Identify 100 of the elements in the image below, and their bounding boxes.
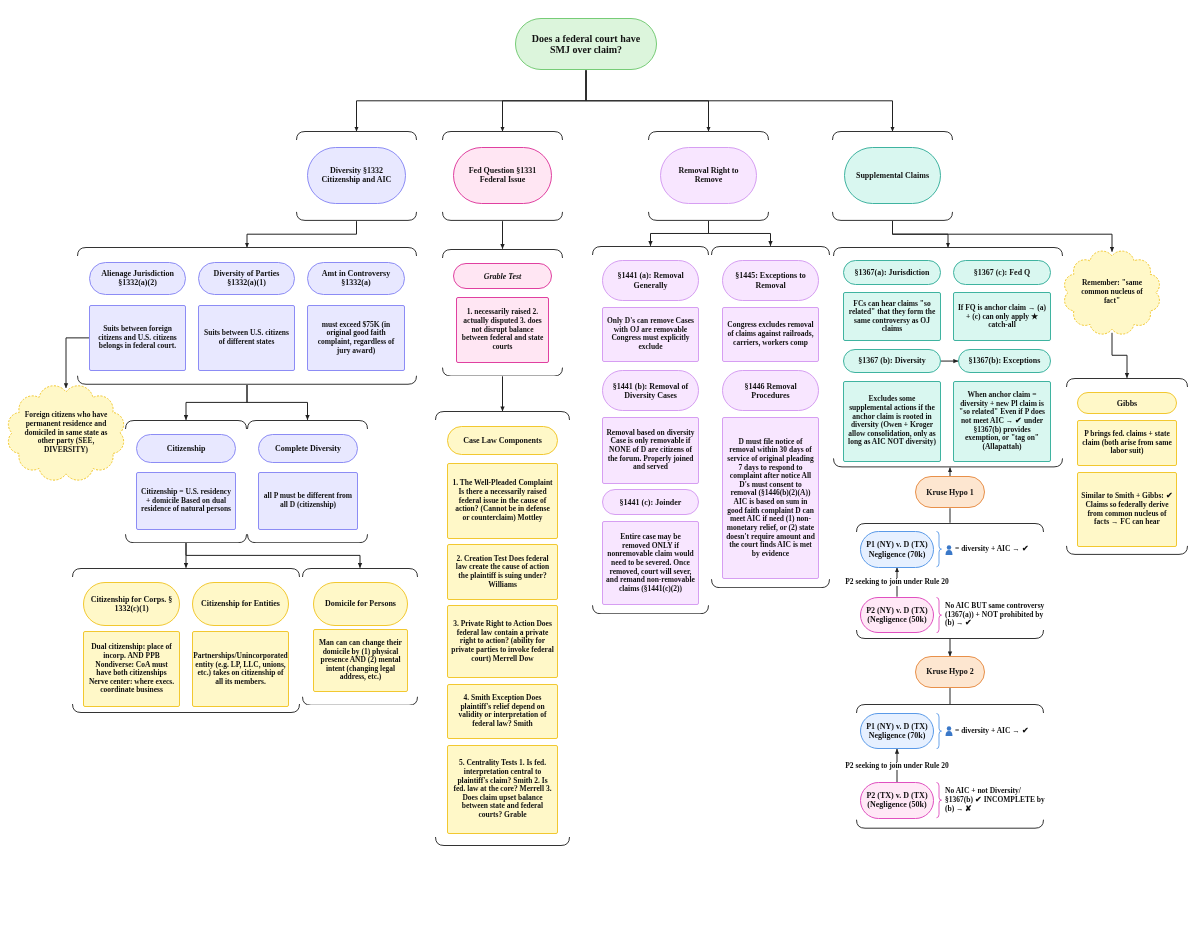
header-pill: [722, 260, 819, 301]
header-pill: [860, 596, 934, 633]
header-pill: [192, 582, 289, 626]
text-box: [258, 472, 358, 530]
text-box: [198, 305, 295, 371]
text-box: [83, 631, 180, 707]
text-box: [722, 306, 819, 362]
node-label: Citizenship for Entities: [201, 599, 280, 609]
bracket-group: [856, 522, 1044, 639]
bracket-group: [247, 419, 368, 544]
connector-arrow: [892, 220, 1115, 253]
text-box: [722, 416, 819, 580]
header-pill: [722, 370, 819, 412]
text-box: [447, 605, 558, 678]
text-box: [843, 380, 941, 462]
node-label: Amt in Controversy §1332(a): [320, 269, 392, 288]
header-pill: [453, 263, 552, 290]
text-box: [843, 292, 941, 342]
bracket-group: [302, 567, 418, 706]
header-pill: [515, 18, 657, 71]
node-label: Citizenship for Corps. § 1332(c)(1): [89, 594, 174, 614]
header-pill: [915, 656, 985, 689]
connector-arrow: [1111, 332, 1130, 379]
node-label: Diversity §1332 Citizenship and AIC: [320, 166, 393, 185]
bracket-group: [856, 704, 1044, 829]
text-box: [89, 305, 186, 371]
header-pill: [89, 261, 186, 296]
bracket-group: [77, 247, 417, 385]
text-box: [447, 463, 558, 539]
connector-line: [949, 507, 951, 524]
text-box: [313, 628, 408, 693]
node-label: §1367 (b): Diversity: [858, 356, 926, 366]
header-pill: [136, 434, 236, 464]
connector-arrow: [585, 69, 895, 132]
connector-arrow: [708, 220, 773, 247]
bracket-group: [711, 245, 830, 588]
cloud-callout: [8, 387, 124, 478]
node-label: §1367(b): Exceptions: [968, 356, 1041, 366]
bracket-group: [125, 419, 247, 544]
header-pill: [83, 582, 180, 626]
header-pill: [602, 489, 699, 516]
node-label: Case Law Components: [463, 435, 542, 445]
text-box: [1077, 472, 1177, 548]
text-box: [447, 544, 558, 600]
node-label: §1441 (b): Removal of Diversity Cases: [611, 381, 690, 400]
node-label: Alienage Jurisdiction §1332(a)(2): [100, 269, 175, 288]
header-pill: [307, 261, 405, 296]
node-label: §1441 (c): Joinder: [619, 497, 682, 508]
node-label: P2 (TX) v. D (TX) (Negligence (50k): [866, 791, 928, 810]
text-box: [192, 631, 289, 707]
bracket-group: [72, 567, 300, 713]
header-pill: [860, 782, 934, 819]
node-label: Removal Right to Remove: [677, 166, 740, 185]
header-pill: [860, 712, 934, 749]
node-label: §1367 (c): Fed Q: [973, 268, 1031, 278]
header-pill: [843, 260, 941, 285]
header-pill: [860, 531, 934, 568]
header-pill: [958, 348, 1051, 374]
node-label: Kruse Hypo 2: [926, 667, 974, 677]
header-pill: [307, 147, 406, 204]
text-box: [136, 472, 236, 530]
connector-arrow: [947, 638, 953, 657]
node-label: P1 (NY) v. D (TX) Negligence (70k): [866, 540, 928, 559]
bracket-group: [442, 248, 563, 377]
node-label: Gibbs: [1116, 398, 1138, 408]
node-label: §1445: Exceptions to Removal: [734, 271, 807, 290]
connector-arrow: [244, 220, 357, 248]
bracket-group: [1066, 377, 1188, 555]
bracket-group: [592, 245, 709, 615]
text-box: [602, 306, 699, 362]
connector-arrow: [500, 375, 505, 412]
text-box: [953, 380, 1051, 462]
bracket-group: [648, 131, 769, 222]
header-pill: [915, 476, 985, 509]
bracket-group: [296, 131, 417, 222]
header-pill: [453, 147, 552, 204]
header-pill: [602, 260, 699, 301]
text-box: [1077, 419, 1177, 467]
header-pill: [953, 260, 1051, 285]
header-pill: [198, 261, 295, 296]
connector-arrow: [894, 567, 900, 598]
node-label: Domicile for Persons: [325, 599, 396, 609]
text-box: [602, 416, 699, 484]
node-label: Citizenship: [166, 444, 206, 454]
connector-arrow: [894, 748, 900, 783]
text-box: [456, 296, 549, 364]
text-box: [602, 521, 699, 606]
bracket-group: [833, 247, 1063, 468]
header-pill: [258, 434, 358, 464]
header-pill: [844, 147, 941, 204]
bracket-group: [442, 131, 563, 222]
cloud-callout: [1064, 251, 1160, 333]
text-box: [447, 744, 558, 835]
bracket-group: [435, 411, 570, 847]
connector-arrow: [185, 542, 363, 569]
bracket-group: [832, 131, 953, 222]
node-label: §1446 Removal Procedures: [743, 381, 798, 400]
node-label: Fed Question §1331 Federal Issue: [467, 166, 538, 185]
node-label: Grable Test: [483, 271, 522, 281]
header-pill: [660, 147, 757, 204]
